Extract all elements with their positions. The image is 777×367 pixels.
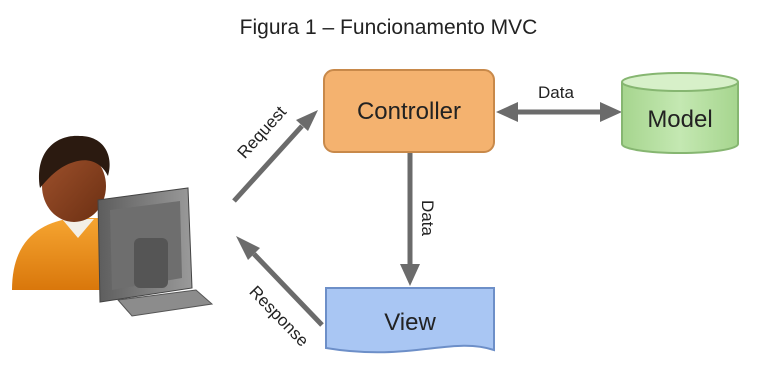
controller-model-label: Data bbox=[538, 83, 574, 102]
request-arrow bbox=[232, 124, 304, 203]
view-node: View bbox=[325, 287, 495, 354]
view-label: View bbox=[384, 309, 436, 336]
model-node: Model bbox=[621, 72, 739, 154]
controller-label: Controller bbox=[357, 98, 461, 125]
model-label: Model bbox=[647, 106, 712, 133]
controller-node: Controller bbox=[323, 69, 495, 153]
response-arrow bbox=[252, 252, 324, 327]
user-at-computer-icon bbox=[12, 135, 214, 317]
figure-caption: Figura 1 – Funcionamento MVC bbox=[239, 16, 538, 39]
monitor-icon bbox=[97, 187, 214, 317]
response-label: Response bbox=[246, 282, 313, 350]
controller-view-label: Data bbox=[418, 200, 437, 236]
request-label: Request bbox=[234, 102, 291, 162]
